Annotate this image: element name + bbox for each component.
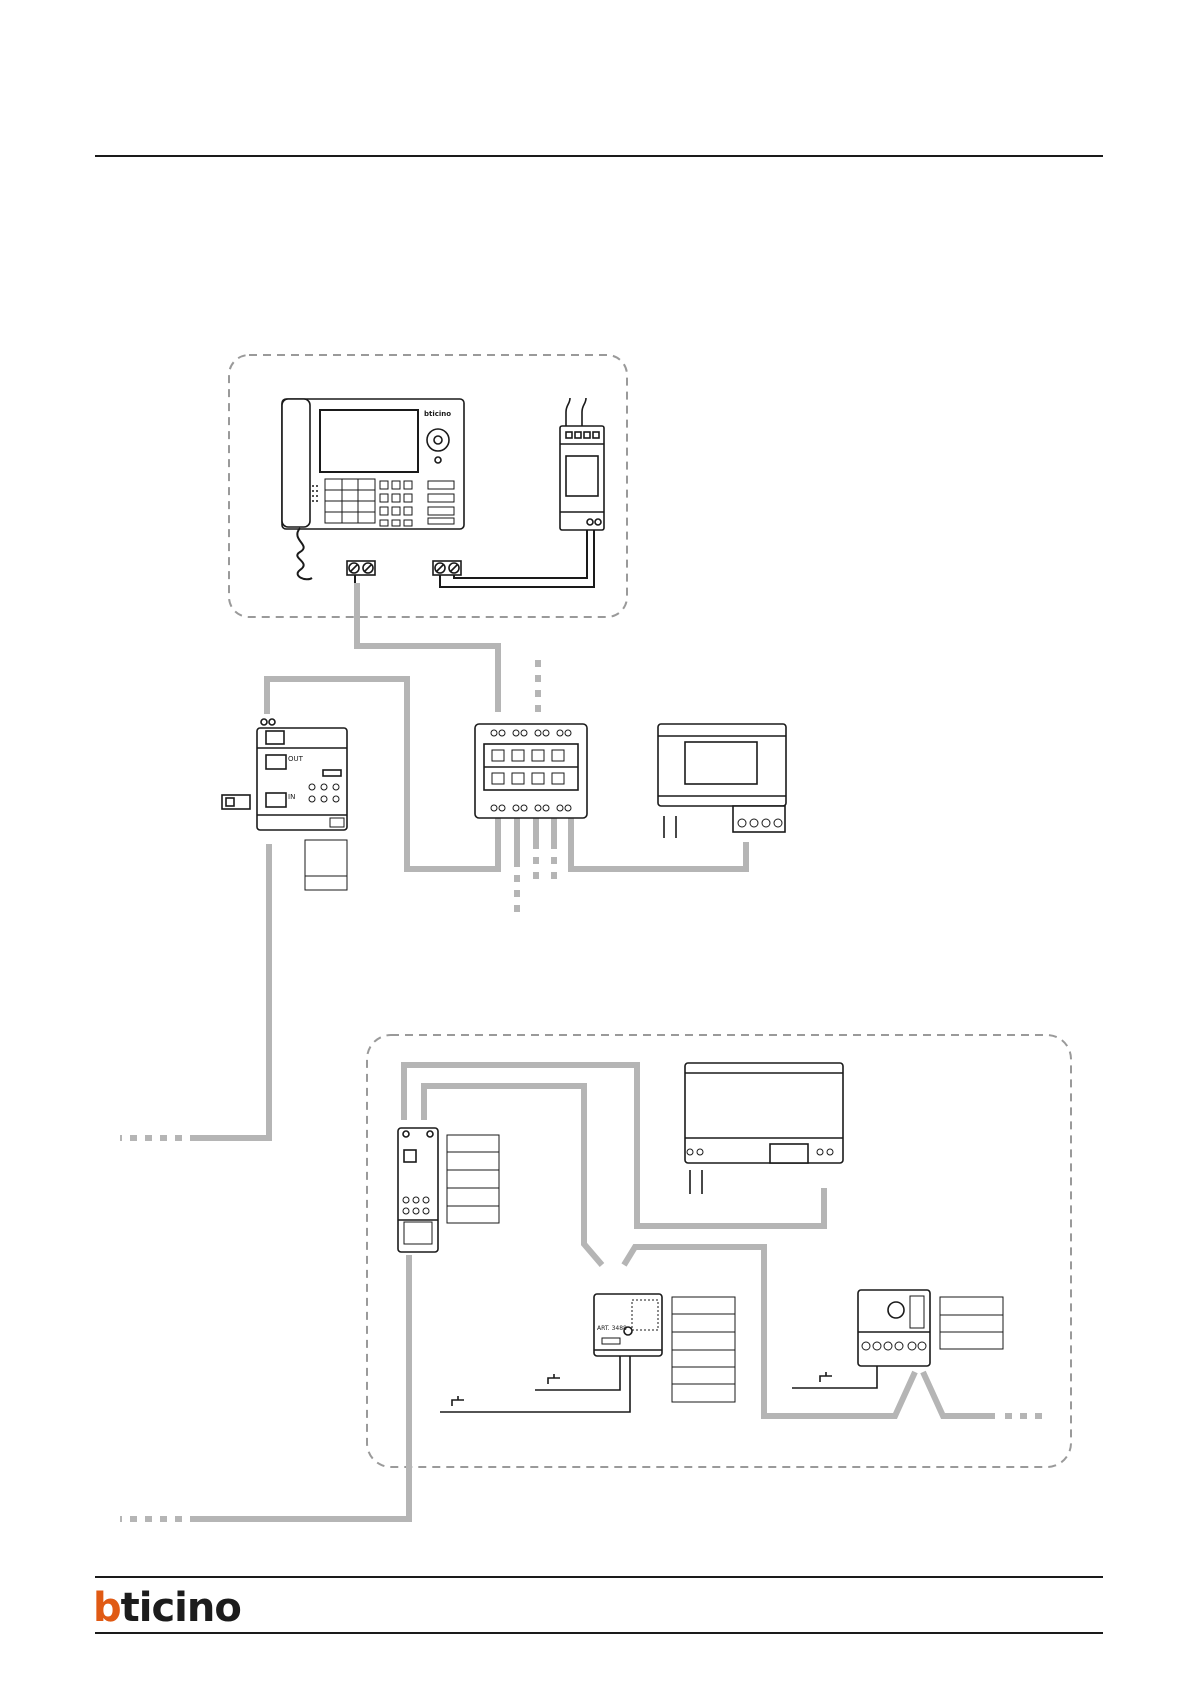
push-button-icon (440, 1356, 630, 1412)
power-supply-bottom (685, 1063, 843, 1194)
wire-relay-out (923, 1372, 995, 1416)
bus-interface-module (398, 1128, 438, 1252)
bticino-logo: bticino (93, 1588, 241, 1628)
handset-coil-cord (297, 528, 312, 579)
footer-rule-bottom (95, 1632, 1103, 1634)
relay-config-table (940, 1297, 1003, 1349)
logo-mark: b (93, 1585, 121, 1631)
actuator-code-label: ART. 3488 (597, 1325, 627, 1332)
plug-icon (222, 795, 250, 809)
logo-text: ticino (121, 1585, 241, 1631)
video-handset: bticino (282, 399, 464, 579)
switcher-out-label: OUT (288, 755, 304, 763)
wire-switcher-left (197, 844, 269, 1138)
video-switcher (257, 719, 347, 830)
footer-rule-top (95, 1576, 1103, 1578)
wire-interface-left (197, 1255, 409, 1519)
power-supply-top (560, 398, 604, 530)
wire-handset-distributor (357, 583, 498, 712)
floor-distributor (475, 724, 587, 818)
system-power-supply (658, 724, 786, 838)
handset-receiver (282, 399, 310, 527)
bus-wires (197, 583, 995, 1519)
handset-screen (320, 410, 418, 472)
switcher-config-table (305, 840, 347, 890)
actuator-config-table (672, 1297, 735, 1402)
handset-brand: bticino (424, 410, 451, 418)
wire-distributor-amplifier (571, 818, 746, 869)
relay-module (858, 1290, 930, 1366)
switcher-in-label: IN (288, 793, 295, 801)
terminal-screw-icon (347, 561, 461, 575)
interface-config-table (447, 1135, 499, 1223)
